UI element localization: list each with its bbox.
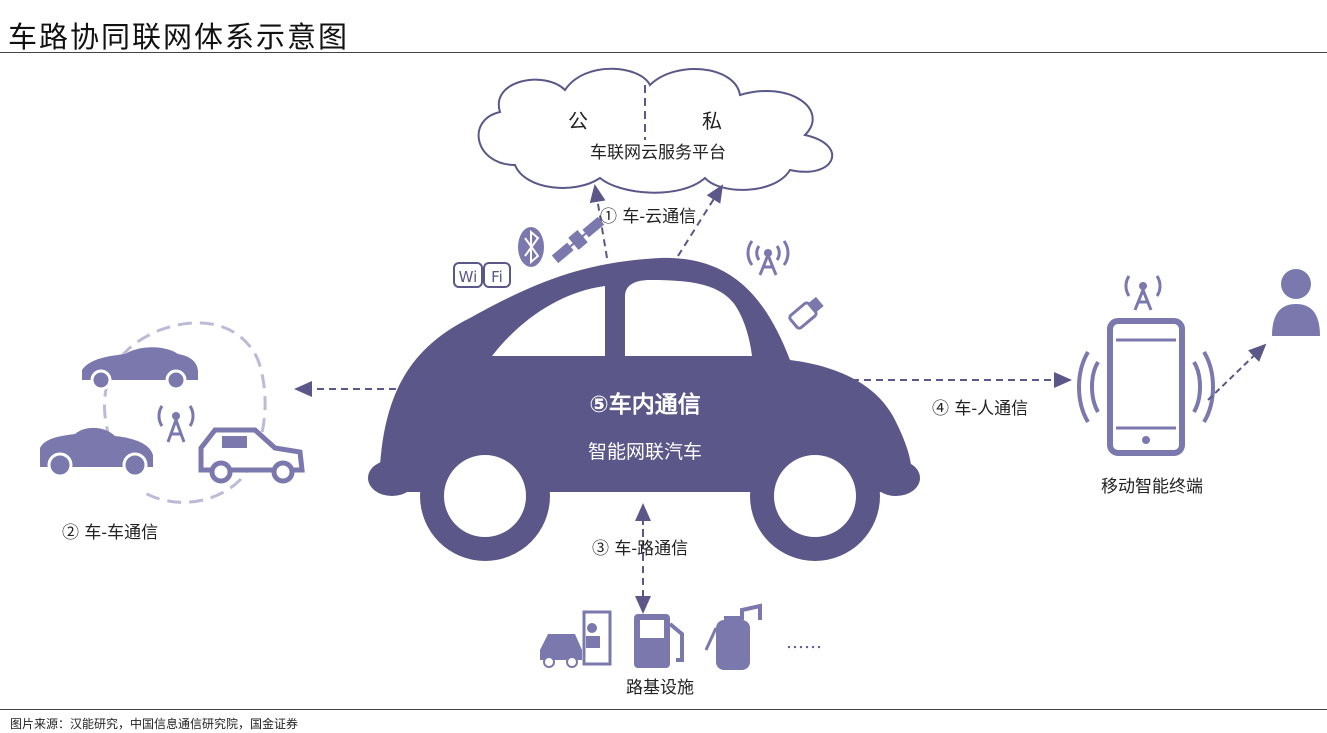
v2road-label: ③ 车-路通信 [592, 539, 688, 559]
suv-icon [198, 427, 305, 484]
car-rear-tire [422, 433, 548, 559]
cloud-outline [477, 67, 834, 194]
sports-car-icon [40, 427, 153, 478]
toll-station-icon [540, 610, 612, 668]
person-icon [1272, 269, 1320, 336]
cloud-platform: 公 私 车联网云服务平台 [477, 67, 834, 194]
more-infrastructure-ellipsis: …… [786, 632, 822, 653]
bottom-divider [0, 709, 1327, 710]
car-rear-hub [455, 466, 515, 526]
in-car-comm-label: ⑤车内通信 [589, 391, 700, 418]
source-note: 图片来源：汉能研究，中国信息通信研究院，国金证券 [10, 717, 299, 731]
fuel-pump-icon [634, 614, 684, 668]
car-front-tire [752, 433, 878, 559]
smart-connected-car: ⑤车内通信 智能网联汽车 [368, 257, 920, 561]
cloud-public-label: 公 [568, 109, 588, 133]
antenna-icon [746, 240, 790, 276]
v2person-label: ④ 车-人通信 [932, 399, 1028, 419]
usb-icon [788, 296, 824, 330]
car-rear-window [492, 286, 605, 356]
wifi-icon-text-1: Wi [459, 268, 478, 286]
car-type-label: 智能网联汽车 [588, 441, 702, 463]
satellite-icon [551, 216, 605, 264]
car-front-hub [785, 466, 845, 526]
bluetooth-icon [518, 227, 544, 267]
v2v-label: ② 车-车通信 [62, 523, 158, 543]
cloud-private-label: 私 [702, 109, 722, 133]
car-rear-bumper [368, 460, 416, 496]
v2cloud-label: ① 车-云通信 [600, 207, 696, 227]
v2v-group: ② 车-车通信 [40, 321, 305, 543]
phone-antenna-icon [1124, 275, 1162, 311]
road-infrastructure-label: 路基设施 [626, 678, 694, 698]
wifi-icon: Wi Fi [453, 262, 511, 288]
v2v-dashed-ring [102, 321, 267, 504]
car-body [380, 257, 912, 492]
v2cloud-arrow-right [677, 184, 724, 257]
sedan-icon [82, 347, 198, 391]
mobile-terminal: 移动智能终端 [1077, 275, 1215, 497]
phone-to-person-arrow [1207, 343, 1267, 401]
mobile-terminal-label: 移动智能终端 [1101, 477, 1203, 497]
top-divider [0, 52, 1327, 53]
road-infrastructure: …… 路基设施 [540, 603, 822, 698]
fire-extinguisher-icon [704, 603, 762, 670]
phone-icon [1107, 318, 1185, 456]
v2v-antenna-icon [157, 405, 195, 443]
car-front-window [625, 280, 752, 356]
wifi-icon-text-2: Fi [491, 268, 503, 286]
page-title: 车路协同联网体系示意图 [8, 20, 350, 54]
car-front-bumper [872, 460, 920, 496]
cloud-platform-label: 车联网云服务平台 [590, 143, 726, 163]
